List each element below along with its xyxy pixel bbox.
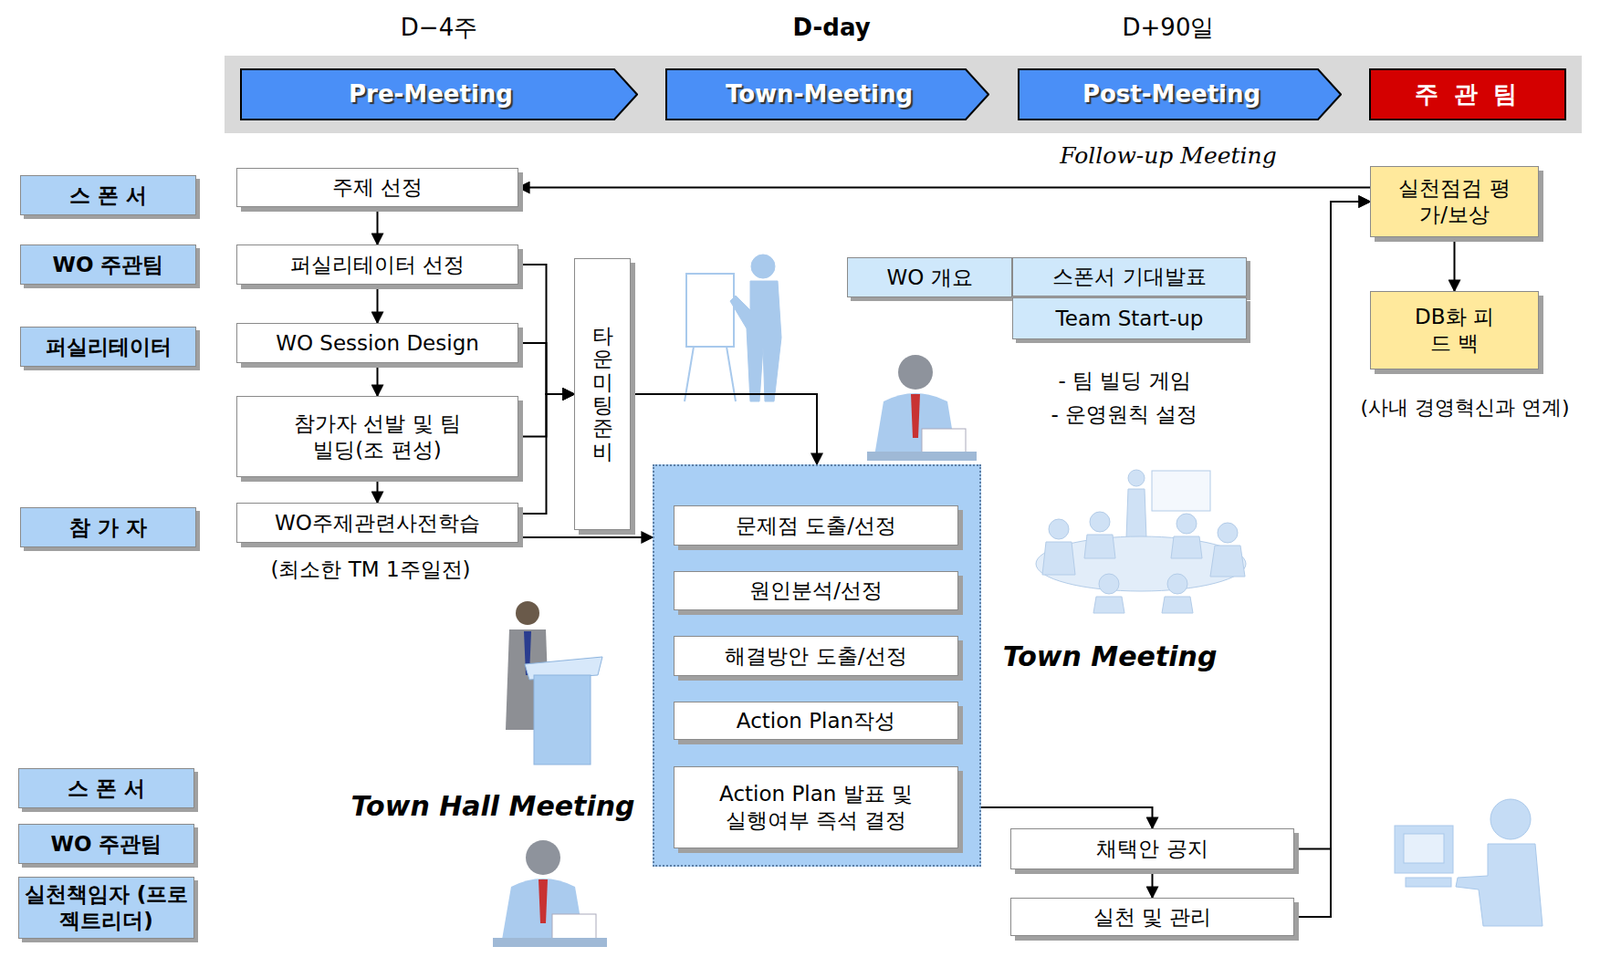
- node-text: 실천점검 평가/보상: [1385, 173, 1525, 231]
- review-box: DB화 피 드 백: [1369, 291, 1539, 370]
- node-text: 해결방안 도출/선정: [719, 641, 912, 672]
- owner-header: 주 관 팀: [1369, 68, 1567, 121]
- process-box: 참가자 선발 및 팀빌딩(조 편성): [236, 396, 519, 478]
- flow-arrow: [376, 363, 379, 397]
- node-text: Action Plan작성: [731, 706, 901, 737]
- flow-arrow: [518, 343, 575, 395]
- agenda-box: WO 개요: [847, 257, 1013, 298]
- node-text: 스 폰 서: [65, 180, 151, 211]
- note-text: (최소한 TM 1주일전): [270, 555, 471, 585]
- node-text: 스 폰 서: [63, 773, 149, 805]
- desk-man-figure: [867, 355, 977, 461]
- note-text: - 운영원칙 설정: [1051, 400, 1199, 429]
- header-band: [224, 55, 1582, 134]
- process-box: 주제 선정: [236, 167, 519, 208]
- flow-arrow: [518, 264, 575, 395]
- flow-arrow: [958, 807, 1153, 829]
- process-box: Action Plan 발표 및 실행여부 즉석 결정: [673, 766, 959, 849]
- node-text: 원인분석/선정: [743, 575, 889, 607]
- process-box: 문제점 도출/선정: [673, 505, 959, 546]
- note-text: - 팀 빌딩 게임: [1057, 366, 1191, 396]
- flow-arrow: [518, 187, 1370, 189]
- node-text: 퍼실리테이터 선정: [284, 250, 471, 281]
- scene-label: Town Hall Meeting: [350, 790, 635, 823]
- podium-speaker-figure: [505, 601, 603, 765]
- review-box: 실천점검 평가/보상: [1369, 166, 1539, 238]
- presenter-figure: [684, 254, 782, 402]
- desk-man-figure: [492, 840, 607, 948]
- town-meeting-panel: 문제점 도출/선정원인분석/선정해결방안 도출/선정 Action Plan작성 A…: [652, 464, 982, 868]
- flow-arrow: [376, 207, 379, 245]
- role-box: 퍼실리테이터: [20, 326, 197, 367]
- process-box: WO Session Design: [236, 323, 519, 364]
- timeline-label: D+90일: [1122, 11, 1215, 44]
- note-text: (사내 경영혁신과 연계): [1359, 394, 1569, 422]
- flow-arrow: [630, 394, 817, 465]
- node-text: Post-Meeting: [1077, 77, 1283, 112]
- node-text: Pre-Meeting: [343, 77, 535, 112]
- node-text: 실천 및 관리: [1087, 902, 1218, 933]
- node-text: 참 가 자: [65, 512, 151, 544]
- node-text: Team Start-up: [1050, 303, 1210, 335]
- phase-arrow: Pre-Meeting: [240, 68, 638, 121]
- flow-arrow: [1151, 869, 1154, 899]
- flow-arrow: [1294, 201, 1370, 918]
- process-box: 퍼실리테이터 선정: [236, 244, 519, 285]
- node-text: WO 주관팀: [47, 829, 167, 860]
- phase-arrow: Town-Meeting: [665, 68, 990, 121]
- process-box: 원인분석/선정: [673, 571, 959, 611]
- scene-label: Town Meeting: [1003, 640, 1218, 673]
- role-box: 참 가 자: [20, 507, 197, 548]
- agenda-box: 스폰서 기대발표: [1012, 257, 1247, 297]
- process-box: 채택안 공지: [1010, 828, 1295, 870]
- flow-arrow: [376, 477, 379, 503]
- node-text: Town-Meeting: [720, 77, 935, 112]
- process-box: 실천 및 관리: [1010, 898, 1295, 937]
- node-text: Action Plan 발표 및 실행여부 즉석 결정: [700, 779, 931, 837]
- flow-arrow: [376, 284, 379, 324]
- node-text: 문제점 도출/선정: [730, 511, 902, 542]
- node-text: WO주제관련사전학습: [269, 508, 486, 539]
- flow-arrow: [1294, 201, 1370, 850]
- node-text: WO Session Design: [270, 328, 485, 359]
- node-text: DB화 피 드 백: [1399, 302, 1511, 359]
- role-box: WO 주관팀: [18, 824, 195, 865]
- prep-box: 타운미팅 준비: [574, 258, 631, 531]
- node-text: WO 주관팀: [49, 250, 168, 281]
- timeline-label: D-day: [792, 13, 870, 42]
- node-text: 주제 선정: [326, 172, 429, 203]
- node-text: 채택안 공지: [1090, 834, 1214, 865]
- node-text: WO 개요: [880, 262, 978, 293]
- node-text: 참가자 선발 및 팀빌딩(조 편성): [281, 408, 475, 466]
- node-text: 타운미팅 준비: [592, 324, 614, 464]
- flow-arrow: [518, 536, 653, 539]
- phase-arrow: Post-Meeting: [1017, 68, 1342, 121]
- meeting-group-figure: [1035, 470, 1246, 614]
- node-text: 주 관 팀: [1409, 77, 1527, 112]
- role-box: 실천책임자 (프로젝트리더): [18, 877, 195, 940]
- role-box: 스 폰 서: [20, 175, 197, 216]
- process-box: 해결방안 도출/선정: [673, 636, 959, 677]
- flow-arrow: [1453, 237, 1456, 292]
- node-text: 실천책임자 (프로젝트리더): [19, 879, 194, 937]
- computer-user-figure: [1394, 799, 1543, 927]
- flow-arrow: [518, 394, 575, 514]
- role-box: WO 주관팀: [20, 244, 197, 285]
- node-text: 스폰서 기대발표: [1046, 261, 1212, 293]
- timeline-label: D−4주: [400, 11, 478, 44]
- follow-up-label: Follow-up Meeting: [1059, 142, 1276, 169]
- process-box: WO주제관련사전학습: [236, 502, 519, 544]
- agenda-box: Team Start-up: [1012, 297, 1247, 340]
- node-text: 퍼실리테이터: [41, 332, 176, 363]
- process-box: Action Plan작성: [673, 701, 959, 741]
- role-box: 스 폰 서: [18, 768, 195, 809]
